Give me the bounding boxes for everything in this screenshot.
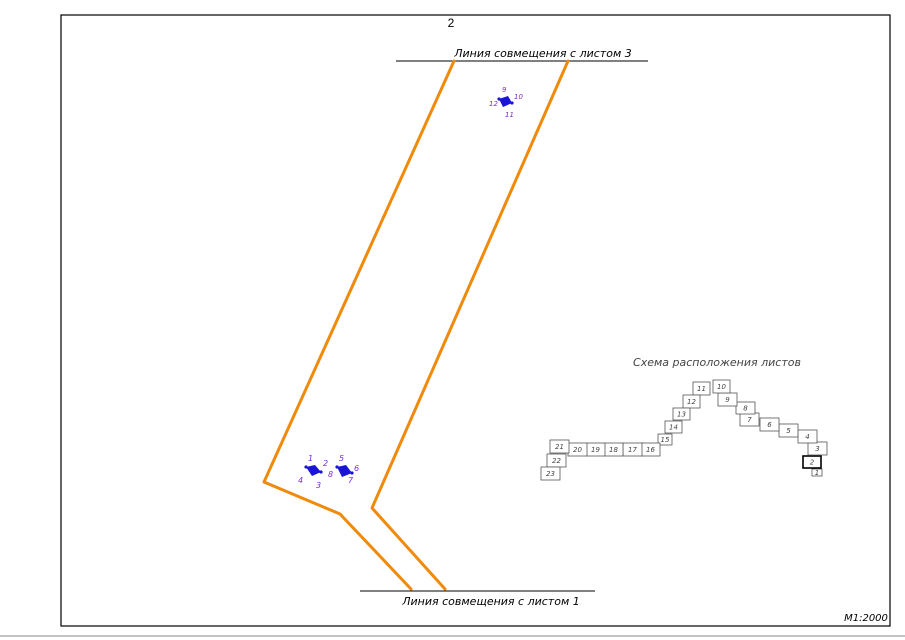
sheet-index-cell-label: 9: [725, 396, 730, 404]
marker-label: 11: [505, 111, 514, 119]
sheet-index-cell-current: [802, 455, 822, 469]
marker-label: 2: [323, 459, 328, 468]
sheet-index-cell-label: 14: [669, 424, 678, 432]
marker-point: [319, 470, 323, 474]
sheet-index-cell-label: 13: [677, 411, 686, 419]
marker-label: 8: [328, 470, 333, 479]
sheet-index-cell-label: 21: [555, 443, 564, 451]
sheet-index-cell-label: 2: [810, 459, 815, 467]
sheet-index-cell: [811, 468, 823, 477]
sheet-index-cell-label: 10: [717, 383, 726, 391]
sheet-index-cell-label: 17: [628, 446, 637, 454]
sheet-index-cell-label: 7: [747, 416, 752, 424]
sheet-index-cell: [657, 433, 673, 446]
marker-label: 10: [514, 93, 523, 101]
marker-label: 5: [339, 454, 344, 463]
sheet-index-cell-label: 11: [697, 385, 706, 393]
sheet-index-cell-label: 20: [573, 446, 582, 454]
sheet-index-cell-label: 1: [815, 469, 819, 477]
sheet-index-cell-label: 19: [591, 446, 600, 454]
sheet-index-cell-label: 23: [546, 470, 555, 478]
marker-c-shape: [499, 96, 512, 107]
marker-label: 6: [354, 464, 359, 473]
sheet-index-cell: [759, 417, 780, 432]
marker-b-shape: [337, 465, 352, 477]
sheet-index-cell-label: 6: [767, 421, 772, 429]
marker-point: [497, 97, 501, 101]
marker-label: 4: [298, 476, 303, 485]
sheet-index-cell-label: 12: [687, 398, 696, 406]
sheet-index-cell: [692, 381, 711, 396]
drawing-frame: [60, 14, 891, 627]
marker-point: [510, 101, 514, 105]
sheet-index-cell: [735, 401, 756, 415]
survey-marker-group-b: 5 6 7 8: [328, 454, 359, 485]
sheet-index-title: Схема расположения листов: [633, 356, 801, 369]
boundary-right: [370, 59, 570, 591]
sheet-index-cell: [549, 439, 570, 454]
sheet-index-cell-label: 4: [805, 433, 809, 441]
sheet-index-cell-label: 3: [815, 445, 819, 453]
sheet-index-cell: [664, 420, 683, 434]
sheet-index-cell: [712, 379, 731, 394]
sheet-index-cell: [672, 407, 691, 421]
match-line-top-label: Линия совмещения с листом 3: [453, 47, 632, 60]
sheet-index-cell: [540, 466, 561, 481]
sheet-index-cell-label: 5: [786, 427, 791, 435]
marker-label: 3: [316, 481, 321, 490]
marker-label: 9: [502, 86, 507, 94]
survey-marker-group-a: 1 2 3 4: [298, 454, 328, 490]
match-line-bottom-label: Линия совмещения с листом 1: [401, 595, 580, 608]
sheet-index: Схема расположения листов 12345678910111…: [540, 356, 828, 481]
marker-a-shape: [306, 465, 321, 476]
marker-point: [350, 471, 354, 475]
marker-label: 12: [489, 100, 498, 108]
sheet-number: 2: [448, 16, 455, 30]
boundary-left: [262, 59, 456, 591]
sheet-index-cell-label: 8: [743, 405, 748, 413]
sheet-index-cell-label: 22: [552, 457, 561, 465]
scale-label: M1:2000: [844, 613, 888, 624]
marker-point: [335, 465, 339, 469]
sheet-index-cell: [682, 394, 701, 409]
marker-point: [304, 465, 308, 469]
sheet-index-cell-label: 15: [661, 436, 670, 444]
sheet-index-cell-label: 18: [609, 446, 618, 454]
survey-marker-group-c: 9 10 11 12: [489, 86, 523, 119]
boundary: [262, 59, 570, 591]
marker-label: 7: [348, 476, 354, 485]
sheet-index-cell-label: 16: [646, 446, 655, 454]
marker-label: 1: [308, 454, 313, 463]
sheet-index-cell: [807, 441, 828, 456]
